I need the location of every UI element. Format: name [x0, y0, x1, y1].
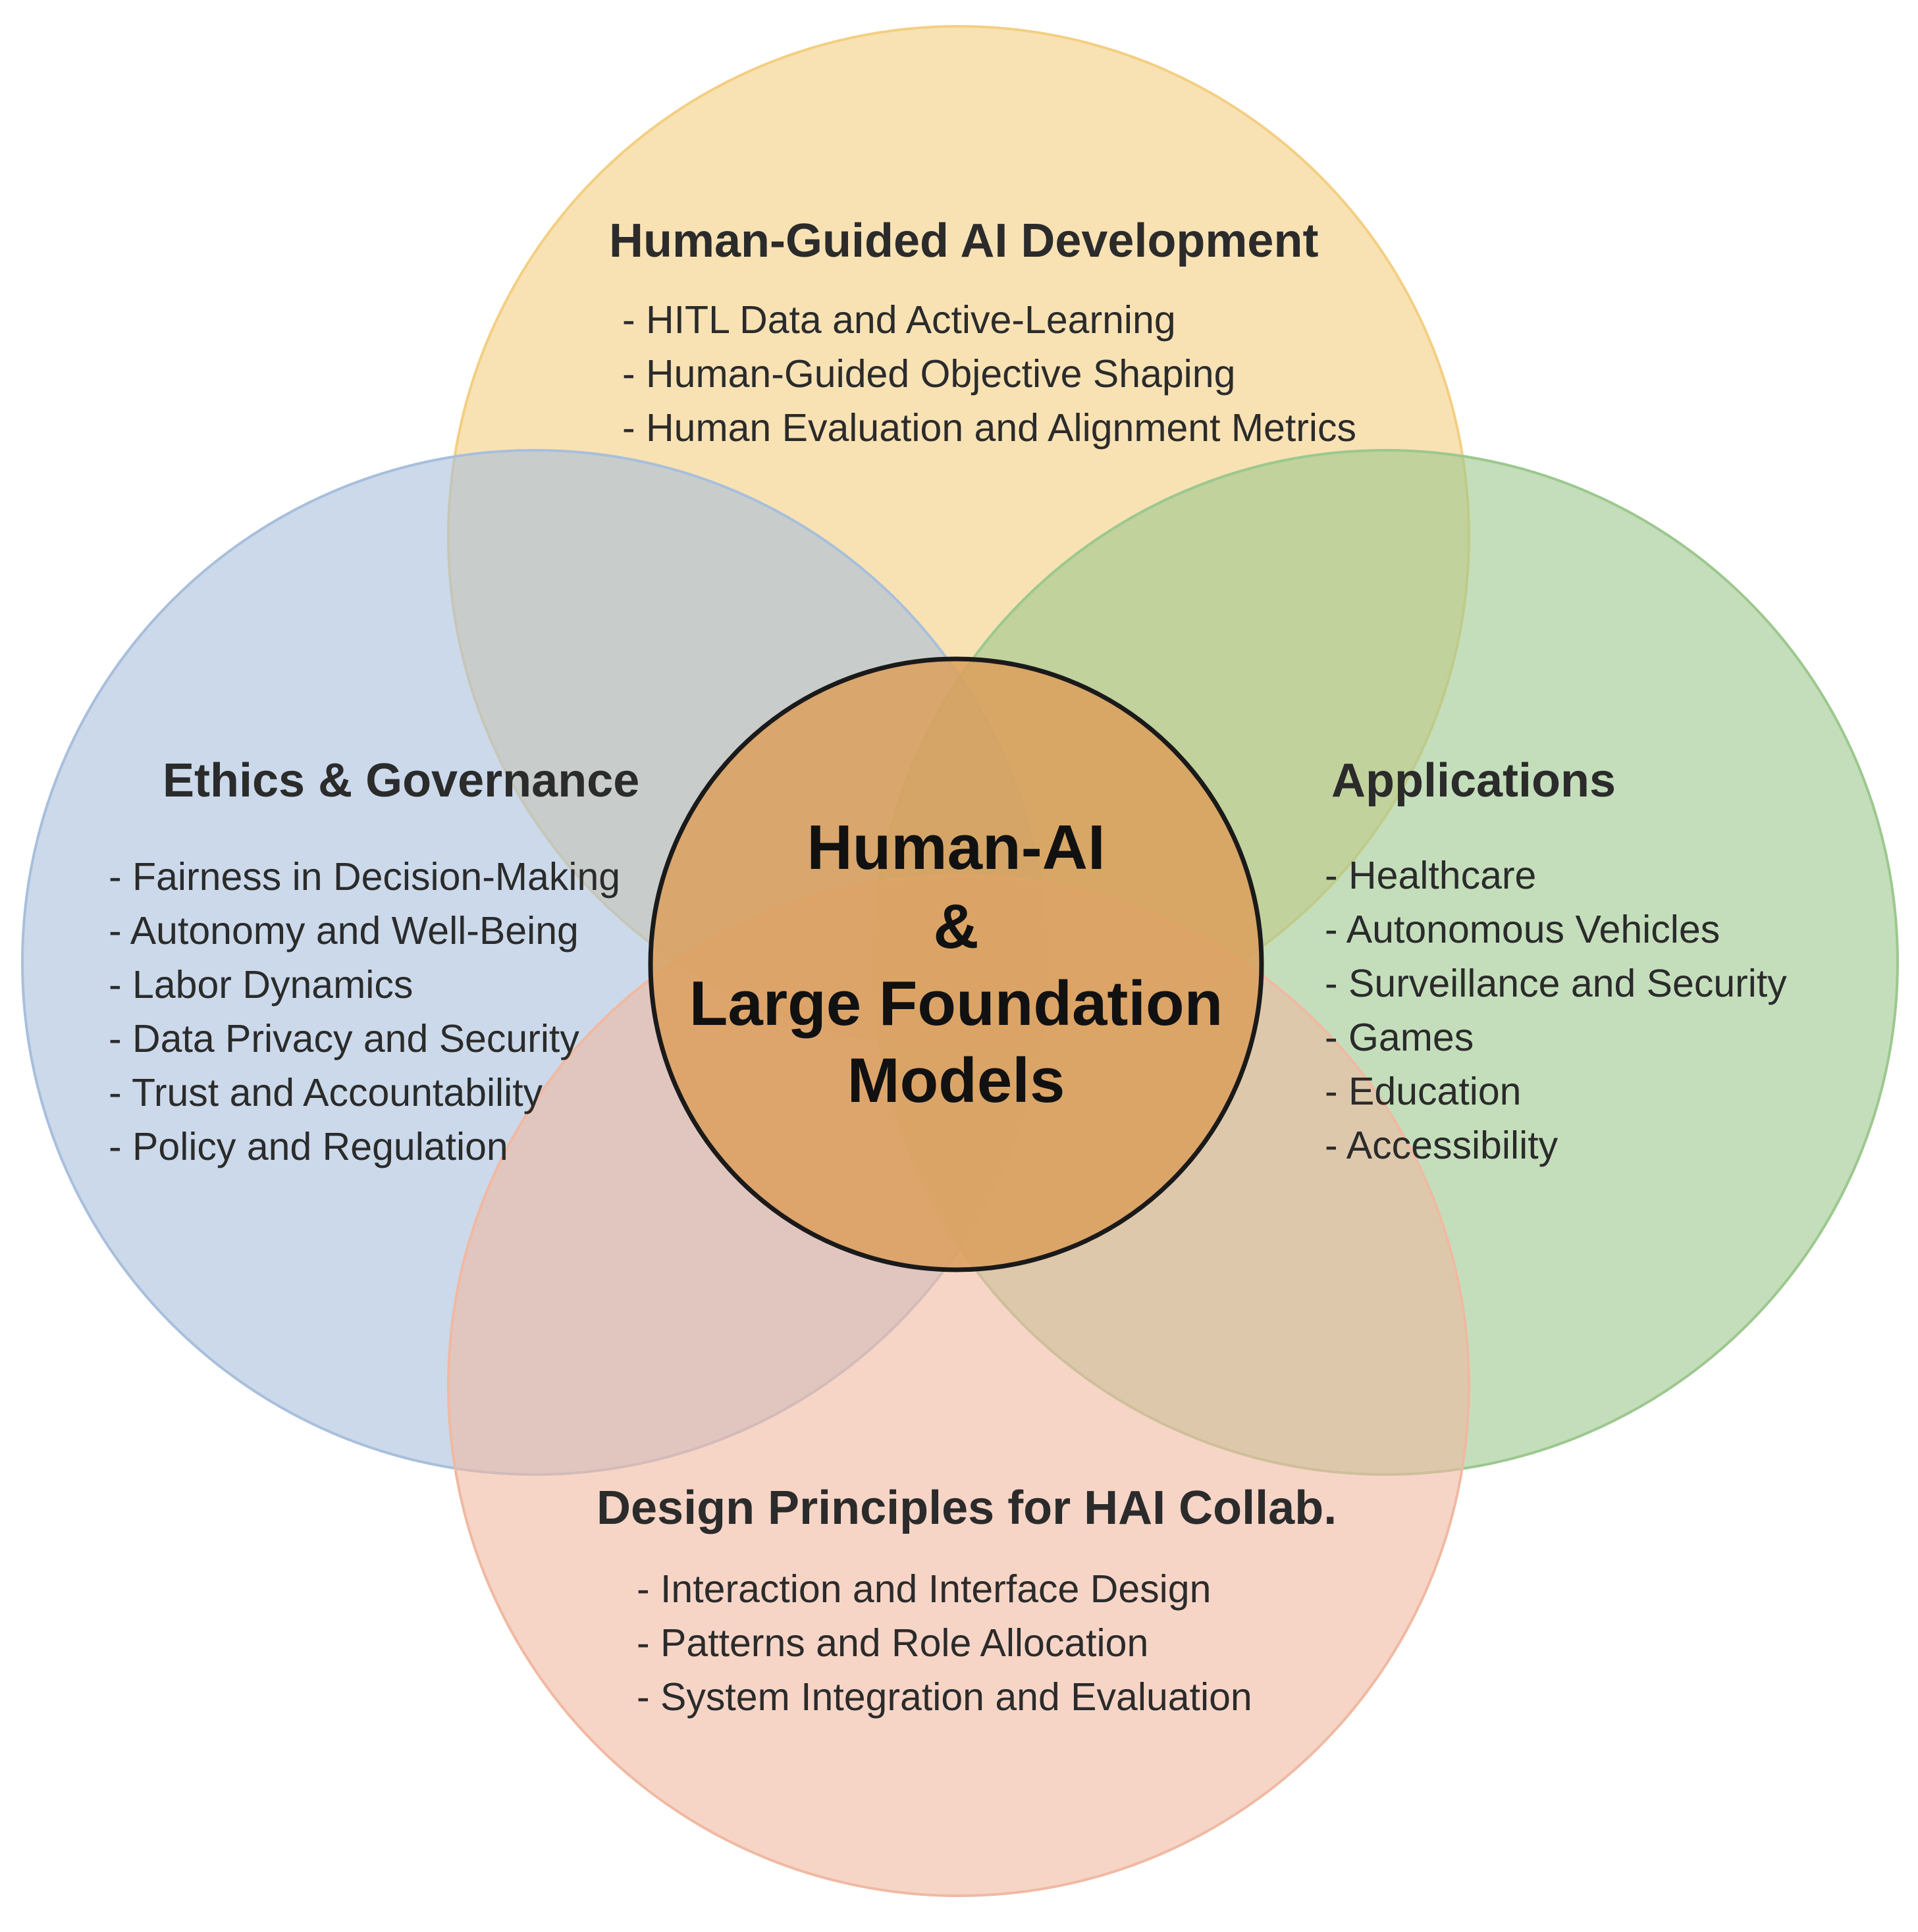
left-item: - Labor Dynamics: [109, 963, 413, 1006]
right-heading: Applications: [1331, 754, 1616, 807]
center-title-line-4: Models: [847, 1045, 1065, 1116]
top-item: - Human Evaluation and Alignment Metrics: [622, 406, 1356, 450]
right-item: - Accessibility: [1325, 1124, 1558, 1167]
right-item: - Surveillance and Security: [1325, 962, 1787, 1005]
center-title-line-1: Human-AI: [807, 812, 1105, 883]
top-item: - Human-Guided Objective Shaping: [622, 352, 1235, 396]
top-item: - HITL Data and Active-Learning: [622, 298, 1176, 342]
left-item: - Trust and Accountability: [109, 1071, 543, 1114]
top-heading: Human-Guided AI Development: [609, 215, 1318, 267]
left-item: - Policy and Regulation: [109, 1125, 508, 1168]
left-item: - Fairness in Decision-Making: [109, 855, 620, 899]
left-item: - Data Privacy and Security: [109, 1017, 579, 1060]
left-item: - Autonomy and Well-Being: [109, 909, 579, 953]
center-title-line-2: &: [933, 891, 978, 962]
left-heading: Ethics & Governance: [163, 754, 639, 807]
center-title-line-3: Large Foundation: [689, 968, 1223, 1039]
bottom-item: - System Integration and Evaluation: [637, 1675, 1252, 1719]
bottom-item: - Patterns and Role Allocation: [637, 1621, 1148, 1665]
bottom-item: - Interaction and Interface Design: [637, 1567, 1211, 1611]
right-item: - Autonomous Vehicles: [1325, 908, 1720, 951]
right-item: - Games: [1325, 1016, 1474, 1059]
right-item: - Healthcare: [1325, 854, 1536, 897]
right-item: - Education: [1325, 1070, 1521, 1113]
center-circle: [648, 656, 1264, 1272]
bottom-heading: Design Principles for HAI Collab.: [597, 1482, 1337, 1534]
